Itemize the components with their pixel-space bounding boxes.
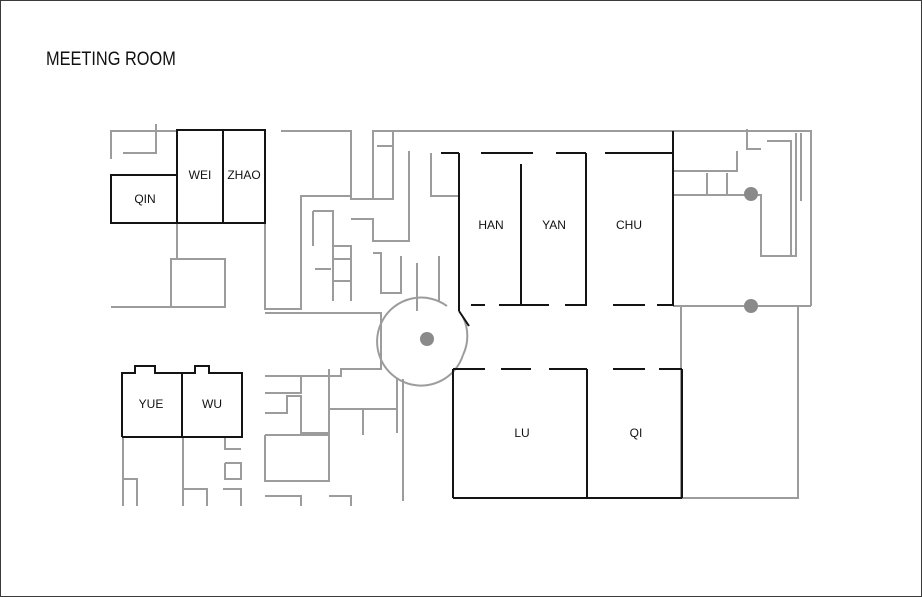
building-walls: [110, 124, 812, 506]
room-wu[interactable]: WU: [183, 374, 241, 436]
location-marker: [744, 187, 758, 201]
room-chu[interactable]: CHU: [587, 154, 672, 304]
room-label-wu: WU: [202, 397, 222, 411]
room-wei[interactable]: WEI: [178, 131, 222, 222]
room-yue[interactable]: YUE: [123, 374, 181, 436]
room-label-chu: CHU: [616, 218, 642, 232]
room-han[interactable]: HAN: [460, 154, 520, 304]
location-marker: [420, 332, 434, 346]
room-label-zhao: ZHAO: [227, 168, 260, 182]
room-qin[interactable]: QIN: [112, 176, 176, 222]
room-zhao[interactable]: ZHAO: [224, 131, 264, 222]
room-yan[interactable]: YAN: [522, 154, 585, 304]
page-title: MEETING ROOM: [46, 49, 176, 70]
room-label-wei: WEI: [189, 168, 212, 182]
room-qi[interactable]: QI: [588, 370, 681, 497]
room-label-han: HAN: [478, 218, 503, 232]
room-lu[interactable]: LU: [454, 370, 586, 497]
room-label-yan: YAN: [542, 218, 566, 232]
location-marker: [744, 299, 758, 313]
location-markers: [420, 187, 758, 346]
room-label-lu: LU: [514, 426, 529, 440]
meeting-room-walls: [110, 129, 683, 499]
room-label-yue: YUE: [139, 397, 164, 411]
room-label-qin: QIN: [134, 192, 155, 206]
room-label-qi: QI: [630, 426, 643, 440]
